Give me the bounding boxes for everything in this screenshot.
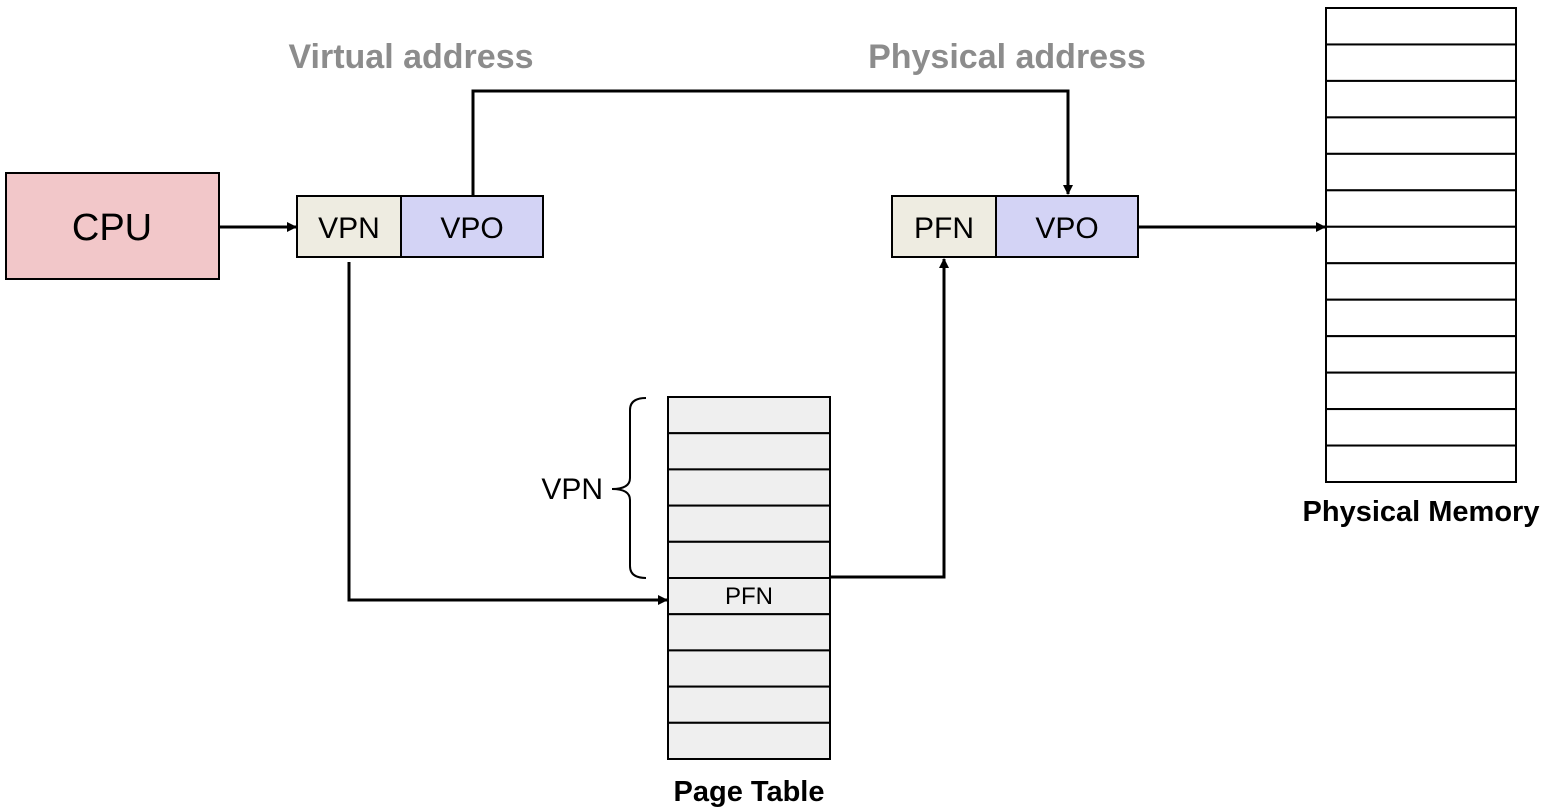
vpn-brace-label: VPN [541,473,603,506]
pfn-output-arrow [830,258,949,579]
page-table-row [667,613,831,652]
page-table-row [667,432,831,471]
physical-memory-title: Physical Memory [1303,496,1540,528]
physical-memory-row [1325,298,1517,338]
page-table-pfn-entry-label: PFN [725,583,773,610]
physical-memory-row [1325,225,1517,265]
page-table-row [667,504,831,543]
physical-address-label: Physical address [868,38,1146,76]
vpo-copy-arrow [471,89,1073,196]
cpu-box [5,172,220,280]
virtual-address-label: Virtual address [288,38,533,76]
physical-memory-row [1325,335,1517,374]
cpu-label: CPU [72,207,152,249]
page-table-title: Page Table [674,776,825,808]
vpn-brace [611,397,647,579]
page-table-row [667,396,831,435]
page-table-row [667,721,831,760]
va-vpn-label: VPN [318,212,380,245]
vpn-index-arrow [347,262,668,605]
physical-memory-row [1325,444,1517,483]
page-table-row [667,540,831,579]
physical-memory-row [1325,79,1517,119]
pa-vpo-label: VPO [1035,212,1098,245]
physical-memory [1325,7,1517,483]
physical-memory-row [1325,262,1517,301]
page-table-row [667,468,831,507]
physical-memory-row [1325,116,1517,155]
page-table-row [667,685,831,724]
page-table [667,396,831,760]
physical-memory-row [1325,189,1517,228]
physical-memory-row [1325,152,1517,192]
physical-memory-row [1325,371,1517,411]
va-vpn-box [296,195,402,258]
page-table-row [667,649,831,688]
va-vpo-label: VPO [440,212,503,245]
pa-pfn-label: PFN [914,212,974,245]
page-table-row [667,577,831,616]
physical-memory-row [1325,43,1517,82]
physical-memory-row [1325,7,1517,46]
physical-memory-row [1325,408,1517,447]
